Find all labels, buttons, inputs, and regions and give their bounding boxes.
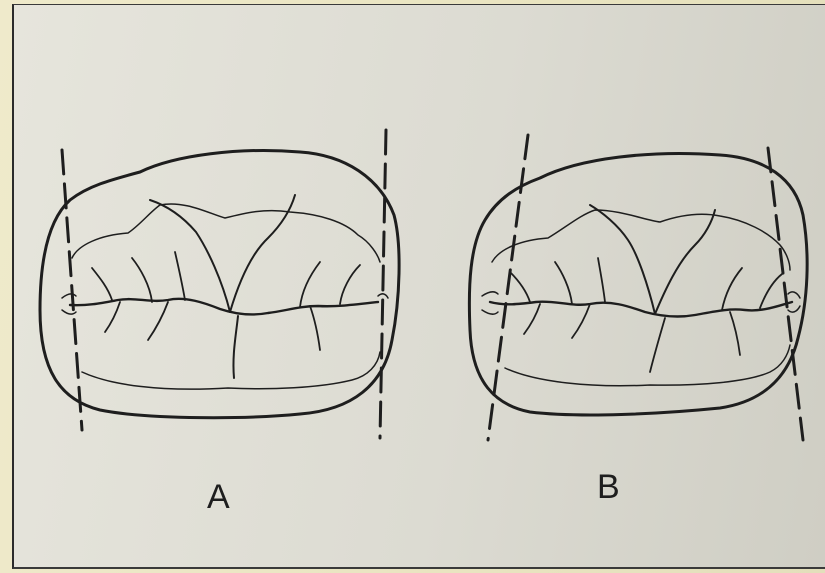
tooth-a-fissure-2: [230, 195, 295, 312]
tooth-b-fissure-10: [524, 304, 540, 334]
tooth-a-fissure-9: [148, 302, 168, 340]
tooth-b-fissure-9: [572, 304, 590, 338]
tooth-a-lingual-contour: [72, 204, 380, 262]
tooth-b-fissure-8: [650, 318, 665, 372]
tooth-a-distal-contact: [378, 294, 388, 298]
figure-label-b: B: [597, 468, 620, 507]
tooth-b-buccal-contour: [505, 345, 790, 386]
tooth-b-fissure-2: [655, 210, 715, 314]
tooth-b-fissure-5: [722, 268, 742, 310]
tooth-b-fissure-11: [730, 312, 740, 355]
tooth-a-fissure-4: [175, 252, 185, 300]
tooth-a-outline: [40, 151, 399, 418]
tooth-a-buccal-contour: [82, 352, 380, 389]
tooth-a-fissure-1: [150, 200, 230, 312]
tooth-a-fissure-10: [105, 302, 120, 332]
tooth-a-fissure-5: [300, 262, 320, 307]
tooth-a-fissure-8: [233, 316, 238, 378]
tooth-b-fissure-3: [555, 262, 572, 304]
tooth-b-fissure-7: [510, 272, 530, 302]
tooth-a-fissure-6: [340, 265, 360, 304]
tooth-a: [40, 130, 399, 438]
tooth-a-fissure-3: [132, 258, 152, 302]
figure-label-a: A: [207, 478, 230, 517]
tooth-b-fissure-6: [760, 274, 782, 308]
tooth-a-fissure-11: [310, 306, 320, 350]
tooth-b-fissure-1: [590, 205, 655, 314]
tooth-a-reference-line-left: [62, 150, 82, 430]
tooth-b: [469, 135, 807, 440]
tooth-a-reference-line-right: [380, 130, 386, 438]
tooth-b-fissure-4: [598, 258, 605, 302]
tooth-b-lingual-contour: [492, 210, 790, 270]
tooth-a-fissure-7: [92, 268, 112, 300]
